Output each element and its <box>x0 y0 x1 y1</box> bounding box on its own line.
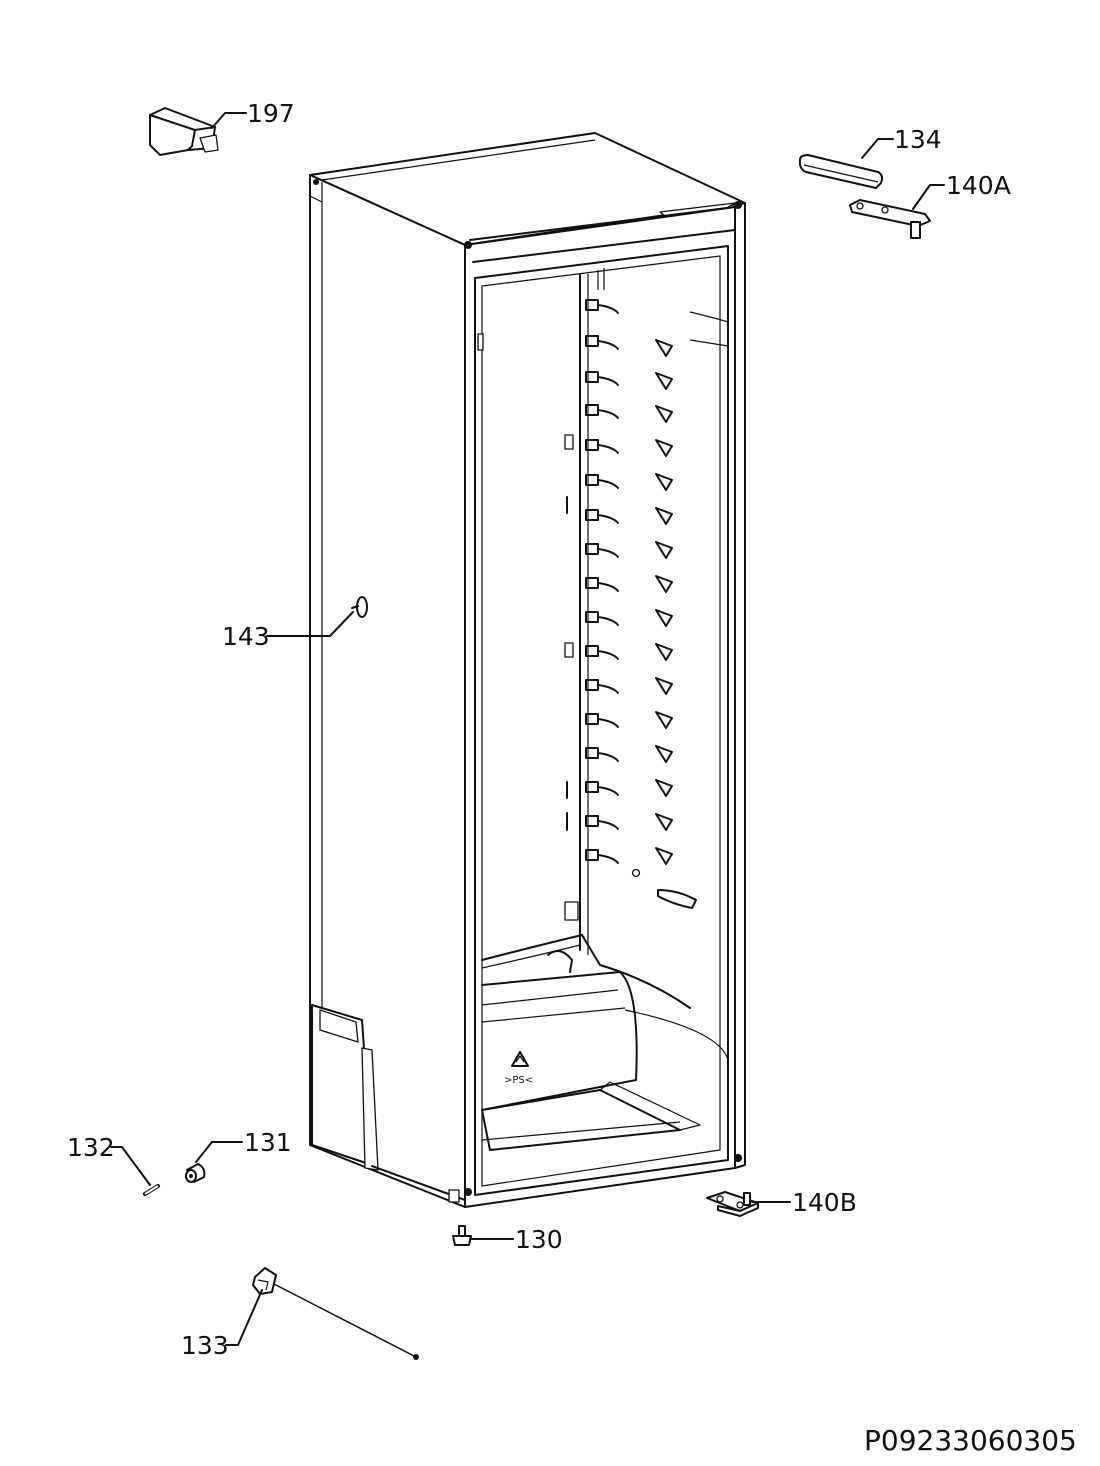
label-143: 143 <box>222 622 270 651</box>
part-197-top-bracket <box>149 107 219 156</box>
leader-133 <box>225 1289 263 1346</box>
part-143-plug <box>351 596 368 618</box>
part-132-pin <box>143 1184 160 1196</box>
leader-197 <box>211 112 247 129</box>
leader-143 <box>266 611 354 637</box>
part-140a-top-hinge <box>849 199 931 239</box>
part-133-drain-cable <box>252 1267 419 1360</box>
label-197: 197 <box>247 99 295 128</box>
leader-132 <box>110 1146 151 1186</box>
part-130-foot <box>452 1225 472 1246</box>
drawing-reference-number: P09233060305 <box>864 1424 1077 1457</box>
label-140a: 140A <box>946 171 1011 200</box>
label-130: 130 <box>515 1225 563 1254</box>
refrigerator-cabinet: >PS< <box>309 132 746 1208</box>
leader-140a <box>912 184 945 210</box>
part-140b-bottom-hinge <box>706 1191 759 1217</box>
label-133: 133 <box>181 1331 229 1360</box>
label-132: 132 <box>67 1133 115 1162</box>
part-134-hinge-cover <box>798 154 883 189</box>
recycling-mark: >PS< <box>504 1075 533 1086</box>
label-131: 131 <box>244 1128 292 1157</box>
leader-134 <box>861 138 894 159</box>
label-134: 134 <box>894 125 942 154</box>
label-140b: 140B <box>792 1188 857 1217</box>
part-131-bushing <box>185 1163 206 1183</box>
recycling-symbol-icon <box>511 1051 529 1067</box>
leader-131 <box>195 1141 243 1163</box>
